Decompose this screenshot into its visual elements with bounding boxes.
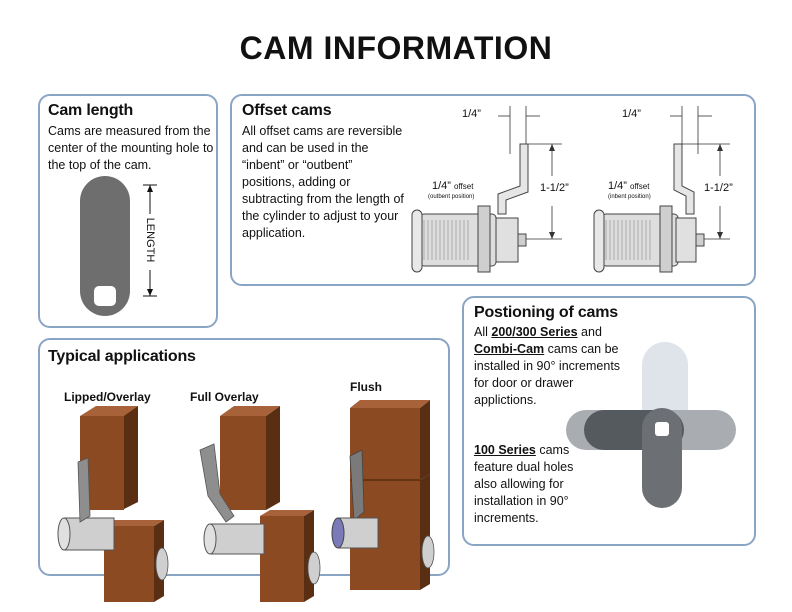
positioning-text-1a: All bbox=[474, 325, 492, 339]
inbent-offset-size: 1/4” bbox=[608, 180, 627, 192]
typical-applications-title: Typical applications bbox=[48, 348, 196, 365]
cam-rotation-illustration bbox=[566, 342, 736, 508]
application-caption-lipped: Lipped/Overlay bbox=[64, 390, 151, 404]
outbent-top-dim: 1/4” bbox=[462, 108, 481, 120]
positioning-text-2b: cams feature dual holes also allowing fo… bbox=[474, 443, 574, 525]
cam-length-title: Cam length bbox=[48, 102, 134, 119]
offset-inbent-diagram bbox=[593, 106, 730, 273]
page-title: CAM INFORMATION bbox=[239, 30, 553, 66]
inbent-position-label: (inbent position) bbox=[608, 194, 651, 200]
outbent-offset-size: 1/4” bbox=[432, 180, 451, 192]
length-label: LENGTH bbox=[144, 217, 156, 263]
outbent-position-label: (outbent position) bbox=[428, 194, 475, 200]
outbent-offset-word: offset bbox=[454, 182, 474, 191]
outbent-side-dim: 1-1/2” bbox=[540, 182, 569, 194]
inbent-top-dim: 1/4” bbox=[622, 108, 641, 120]
positioning-text-2: 100 Series cams feature dual holes also … bbox=[474, 442, 594, 527]
positioning-text-1: All 200/300 Series and Combi-Cam cams ca… bbox=[474, 324, 624, 409]
positioning-text-1c: cams can be installed in 90° increments … bbox=[474, 342, 621, 407]
offset-outbent-diagram bbox=[411, 106, 562, 273]
series-200-300-link[interactable]: 200/300 Series bbox=[491, 325, 578, 339]
typical-applications-panel: Typical applications Lipped/Overlay Full… bbox=[38, 338, 450, 602]
offset-cams-title: Offset cams bbox=[242, 102, 332, 119]
combi-cam-link[interactable]: Combi-Cam bbox=[474, 342, 545, 356]
positioning-text-1b: and bbox=[577, 325, 602, 339]
cam-length-panel: Cam length Cams are measured from the ce… bbox=[38, 94, 218, 328]
outbent-offset-label: 1/4” offset bbox=[432, 180, 473, 192]
inbent-offset-word: offset bbox=[630, 182, 650, 191]
inbent-offset-label: 1/4” offset bbox=[608, 180, 649, 192]
positioning-panel: Postioning of cams All 200/300 Series an… bbox=[462, 296, 756, 546]
application-caption-full-overlay: Full Overlay bbox=[190, 390, 259, 404]
series-100-link[interactable]: 100 Series bbox=[474, 443, 536, 457]
full-overlay-illustration bbox=[199, 406, 321, 602]
offset-cams-panel: Offset cams All offset cams are reversib… bbox=[230, 94, 756, 286]
cam-length-illustration bbox=[80, 176, 158, 316]
offset-cams-text: All offset cams are reversible and can b… bbox=[242, 124, 404, 240]
cam-length-text: Cams are measured from the center of the… bbox=[48, 124, 214, 172]
positioning-title: Postioning of cams bbox=[474, 304, 618, 321]
inbent-side-dim: 1-1/2” bbox=[704, 182, 733, 194]
flush-illustration bbox=[331, 400, 435, 590]
lipped-overlay-illustration bbox=[57, 406, 169, 602]
application-caption-flush: Flush bbox=[350, 380, 382, 394]
